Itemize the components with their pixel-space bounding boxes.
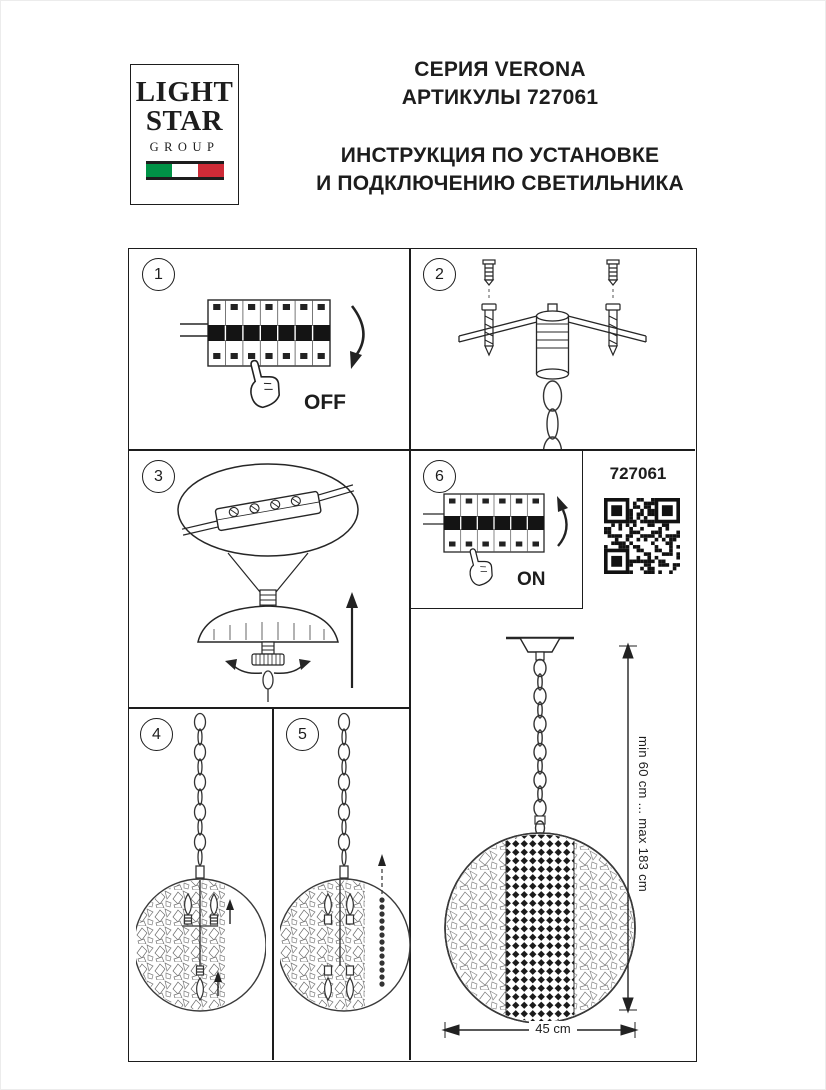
step-badge-2: 2 <box>423 258 456 291</box>
chain <box>533 658 547 836</box>
hanging-loop <box>262 670 274 690</box>
step4-bulbs-diagram <box>136 712 266 1012</box>
step-badge-3: 3 <box>142 460 175 493</box>
crystal-band <box>506 834 574 1022</box>
height-dimension-label: min 60 cm ... max 183 cm <box>636 736 651 893</box>
ceiling-mount <box>506 636 574 661</box>
articles-line: АРТИКУЛЫ 727061 <box>401 86 599 109</box>
rotation-arrows-icon <box>225 659 311 675</box>
step2-bracket-diagram <box>458 259 647 449</box>
lightstar-logo: LIGHT STAR GROUP <box>130 64 239 205</box>
series-title: СЕРИЯ VERONA <box>414 58 586 81</box>
candle-bulb-icon <box>183 892 193 925</box>
instruction-title: ИНСТРУКЦИЯ ПО УСТАНОВКЕ И ПОДКЛЮЧЕНИЮ СВ… <box>300 142 700 198</box>
bead-strand-icon <box>378 854 386 991</box>
step-badge-4: 4 <box>140 718 173 751</box>
flag-white <box>171 164 198 177</box>
step-badge-5: 5 <box>286 718 319 751</box>
on-label: ON <box>517 569 546 590</box>
step5-beads-diagram <box>280 712 411 1012</box>
article-number: 727061 <box>609 464 667 483</box>
candle-bulb-icon <box>323 892 355 1002</box>
grid-hline-left <box>128 707 410 709</box>
up-arrow-icon <box>214 971 222 996</box>
step3-wiring-diagram <box>177 463 359 702</box>
pointing-finger-icon <box>469 548 493 587</box>
up-arrow-icon <box>226 899 234 924</box>
logo-word-group: GROUP <box>149 140 220 154</box>
crystal-sphere <box>444 832 636 1024</box>
series-header: СЕРИЯ VERONA АРТИКУЛЫ 727061 <box>300 56 700 112</box>
ceiling-canopy <box>197 605 339 643</box>
title-line-1: ИНСТРУКЦИЯ ПО УСТАНОВКЕ <box>340 144 660 167</box>
flag-green <box>145 164 172 177</box>
terminal-block <box>181 484 355 536</box>
logo-word-light: LIGHT <box>135 76 234 108</box>
grid-vline-main <box>409 248 411 1060</box>
height-dimension-line <box>619 642 637 1014</box>
dowel-icon <box>606 259 620 286</box>
step-badge-1: 1 <box>142 258 175 291</box>
dowel-icon <box>482 259 496 286</box>
logo-word-star: STAR <box>145 105 224 137</box>
screw-icon <box>481 303 497 357</box>
candle-bulb-icon <box>209 892 219 925</box>
step1-breaker-diagram <box>180 299 365 409</box>
threaded-cup <box>535 303 570 380</box>
off-label: OFF <box>304 391 346 414</box>
step-badge-6: 6 <box>423 460 456 493</box>
candle-bulb-icon <box>195 965 205 1002</box>
product-drawing <box>441 636 639 1038</box>
knurled-nut <box>251 641 285 666</box>
chain <box>193 712 207 879</box>
width-dimension-label: 45 cm <box>418 1021 688 1036</box>
flag-red <box>197 164 224 177</box>
grid-vline-45 <box>272 707 274 1060</box>
pointing-finger-icon <box>250 359 281 409</box>
qr-code <box>604 498 680 574</box>
italian-flag-icon <box>145 161 224 180</box>
chain <box>337 712 351 879</box>
curved-arrow-down-icon <box>350 305 365 369</box>
instruction-grid <box>128 248 697 1062</box>
panel-6-box <box>409 449 583 609</box>
mounting-strap <box>458 315 647 343</box>
up-arrow-icon <box>346 592 358 688</box>
screw-icon <box>605 303 621 357</box>
chain-link-icon <box>542 380 563 449</box>
step6-breaker-diagram <box>423 493 568 587</box>
curved-arrow-up-icon <box>557 496 568 547</box>
title-line-2: И ПОДКЛЮЧЕНИЮ СВЕТИЛЬНИКА <box>316 172 684 195</box>
